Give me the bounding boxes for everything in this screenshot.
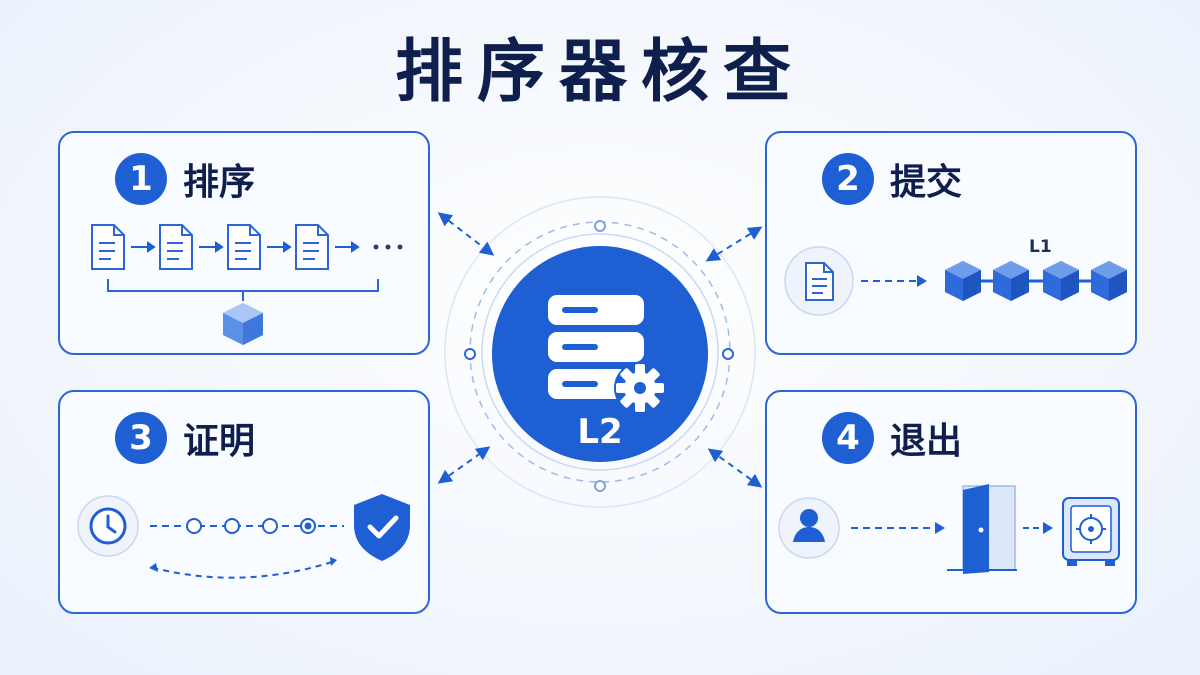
- step-card-sequence: 1 排序: [58, 131, 430, 355]
- hub-diagram: [437, 196, 763, 508]
- clock-icon: [89, 507, 127, 545]
- chain-block-icon: [945, 261, 981, 301]
- timeline-node: [224, 518, 240, 534]
- step-title: 证明: [183, 421, 256, 462]
- step-card-exit: 4 退出: [765, 390, 1137, 614]
- step-number: 1: [115, 153, 167, 205]
- timeline-node: [186, 518, 202, 534]
- timeline-node: [262, 518, 278, 534]
- block-cube-icon: [223, 303, 263, 345]
- bracket: [107, 279, 379, 301]
- server-icon: [548, 295, 644, 399]
- feedback-arrow: [153, 561, 333, 579]
- chain-block-icon: [1091, 261, 1127, 301]
- step-number: 3: [115, 412, 167, 464]
- shield-check-icon: [354, 494, 410, 561]
- document-icon: [91, 224, 125, 270]
- step-title: 退出: [890, 421, 963, 462]
- sequence-illustration: [91, 224, 403, 345]
- arrow-to-step4: [707, 448, 763, 488]
- submit-illustration: [784, 246, 1127, 316]
- chain-block-icon: [1043, 261, 1079, 301]
- ring-node-top: [594, 220, 606, 232]
- exit-illustration: [778, 484, 1120, 574]
- vault-icon: [1062, 497, 1120, 566]
- ellipsis-icon: [373, 244, 403, 250]
- proof-illustration: [77, 494, 410, 579]
- step-number: 2: [822, 153, 874, 205]
- user-icon: [793, 509, 825, 542]
- chain-block-icon: [993, 261, 1029, 301]
- step-card-submit: 2 提交 L1: [765, 131, 1137, 355]
- step-title: 排序: [183, 162, 256, 203]
- hub-label: L2: [577, 412, 623, 452]
- ring-node-right: [722, 348, 734, 360]
- inner-ring: [481, 233, 719, 471]
- document-icon: [159, 224, 193, 270]
- step-number: 4: [822, 412, 874, 464]
- page-title: 排序器核查: [394, 33, 805, 112]
- chain-label: L1: [1029, 237, 1052, 257]
- door-icon: [947, 484, 1017, 574]
- document-icon: [227, 224, 261, 270]
- outer-ring: [444, 196, 756, 508]
- gear-icon: [614, 362, 666, 414]
- step-title: 提交: [890, 162, 963, 203]
- ring-node-bottom: [594, 480, 606, 492]
- document-icon: [295, 224, 329, 270]
- arrow-to-step1: [437, 212, 495, 256]
- step-card-proof: 3 证明: [58, 390, 430, 614]
- arrow-to-step2: [705, 226, 763, 262]
- arrow-to-step3: [437, 446, 491, 484]
- ring-node-left: [464, 348, 476, 360]
- document-icon: [805, 262, 834, 301]
